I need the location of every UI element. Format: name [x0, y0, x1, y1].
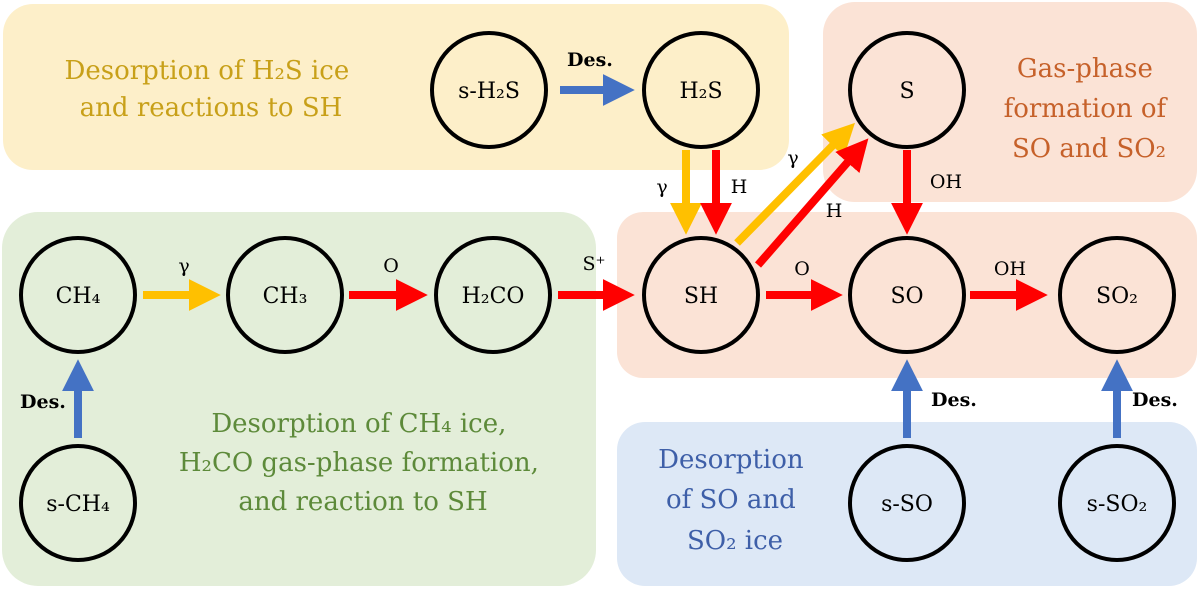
node-s-ch4: s-CH₄ [19, 444, 137, 562]
node-label-s: S [899, 79, 914, 104]
region-label-h2s-line1: Desorption of H₂S ice [65, 56, 350, 86]
region-label-h2s: Desorption of H₂S ice and reactions to S… [65, 56, 358, 123]
node-ch4: CH₄ [19, 236, 137, 354]
region-label-h2s-line2: and reactions to SH [80, 93, 343, 123]
node-label-s-h2s: s-H₂S [458, 79, 520, 104]
edge-label-s-so2-to-so2: Des. [1132, 389, 1178, 411]
node-ch3: CH₃ [226, 236, 344, 354]
node-label-s-so: s-SO [881, 492, 933, 517]
region-label-ch4-line2: H₂CO gas-phase formation, [179, 448, 539, 478]
region-gas-phase-formation [823, 2, 1197, 202]
region-label-gas-line1: Gas-phase [1017, 54, 1153, 84]
node-label-h2co: H₂CO [462, 284, 525, 309]
node-label-s-so2: s-SO₂ [1087, 492, 1148, 517]
node-label-s-ch4: s-CH₄ [46, 492, 110, 517]
region-label-so-ice-line3: SO₂ ice [687, 526, 783, 556]
node-so2: SO₂ [1058, 236, 1176, 354]
region-so-ice-desorption [617, 422, 1197, 586]
edge-label-sh-to-so: O [794, 258, 810, 280]
node-label-so2: SO₂ [1096, 284, 1138, 309]
node-label-so: SO [890, 284, 923, 309]
region-label-ch4-line1: Desorption of CH₄ ice, [211, 409, 506, 439]
edge-label-sh-to-s-h: H [826, 200, 843, 222]
region-label-so-ice-line2: of SO and [666, 485, 796, 515]
region-label-ch4-line3: and reaction to SH [238, 487, 487, 517]
node-s-h2s: s-H₂S [430, 31, 548, 149]
node-s-so2: s-SO₂ [1058, 444, 1176, 562]
edge-label-ch4-to-ch3: γ [178, 255, 189, 277]
edge-label-s-h2s-to-h2s: Des. [567, 49, 613, 71]
edge-label-sh-to-s-photo: γ [787, 147, 798, 169]
region-label-so-ice-line1: Desorption [658, 445, 804, 475]
region-label-gas-line4: SO and SO₂ [1012, 134, 1166, 164]
region-h2s-desorption [3, 4, 789, 170]
edge-label-s-ch4-to-ch4: Des. [20, 391, 66, 413]
node-label-ch3: CH₃ [263, 284, 308, 309]
node-so: SO [848, 236, 966, 354]
region-sh-hub [617, 212, 1197, 378]
arrow-sh-to-s-h [754, 138, 869, 268]
node-h2co: H₂CO [434, 236, 552, 354]
edge-label-s-so-to-so: Des. [931, 389, 977, 411]
node-sh: SH [642, 236, 760, 354]
region-label-gas-line3: formation of [1004, 94, 1169, 124]
edge-label-h2s-to-sh-photo: γ [656, 176, 667, 198]
edge-label-h2s-to-sh-h: H [731, 176, 748, 198]
edge-label-so-to-so2: OH [994, 258, 1026, 280]
node-s-so: s-SO [848, 444, 966, 562]
edge-label-s-to-so: OH [930, 171, 962, 193]
region-label-so-ice: Desorption of SO and SO₂ ice [658, 445, 812, 556]
node-label-sh: SH [684, 284, 718, 309]
arrow-sh-to-s-photo [734, 122, 855, 246]
node-s: S [848, 31, 966, 149]
region-ch4-desorption [2, 212, 596, 586]
edge-label-h2co-to-sh: S⁺ [582, 253, 605, 275]
region-label-ch4: Desorption of CH₄ ice, H₂CO gas-phase fo… [179, 409, 547, 517]
edge-label-ch3-to-h2co: O [383, 255, 399, 277]
region-label-gas-phase: Gas-phase formation of SO and SO₂ [1004, 54, 1175, 164]
node-label-ch4: CH₄ [56, 284, 101, 309]
node-label-h2s: H₂S [679, 79, 722, 104]
node-h2s: H₂S [642, 31, 760, 149]
